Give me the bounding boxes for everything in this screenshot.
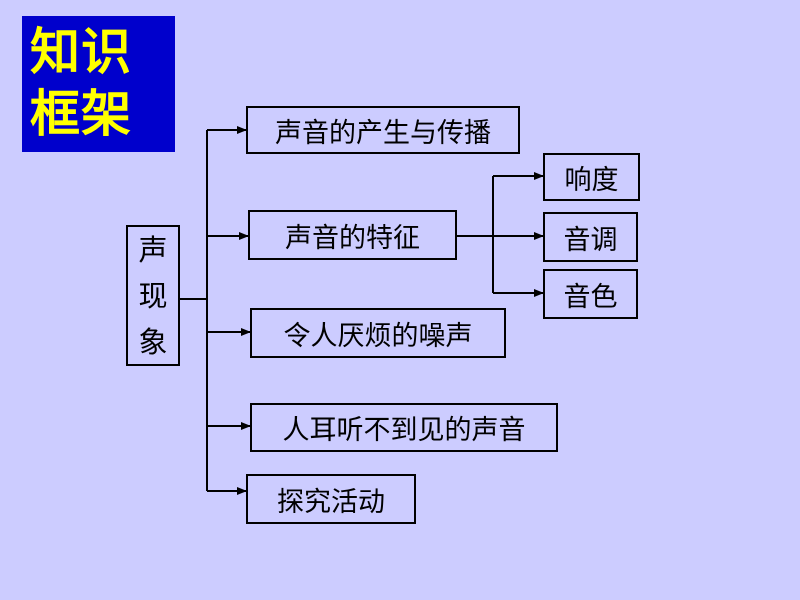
feature-node-pitch: 音调 (543, 212, 638, 262)
branch-node-sound-production: 声音的产生与传播 (246, 106, 520, 154)
branch-node-inaudible-sound: 人耳听不到见的声音 (250, 403, 558, 452)
title-line-1: 知识 (30, 23, 132, 81)
root-node: 声 现 象 (126, 225, 180, 366)
feature-node-timbre: 音色 (543, 269, 638, 319)
branch-node-noise: 令人厌烦的噪声 (250, 308, 506, 358)
title-line-2: 框架 (30, 85, 132, 143)
title-block: 知识 框架 (22, 16, 175, 152)
root-char-3: 象 (138, 324, 168, 359)
branch-node-sound-characteristics: 声音的特征 (248, 210, 457, 260)
feature-node-loudness: 响度 (543, 153, 640, 201)
root-char-1: 声 (138, 232, 168, 267)
root-char-2: 现 (138, 278, 168, 313)
branch-node-activities: 探究活动 (246, 474, 416, 524)
